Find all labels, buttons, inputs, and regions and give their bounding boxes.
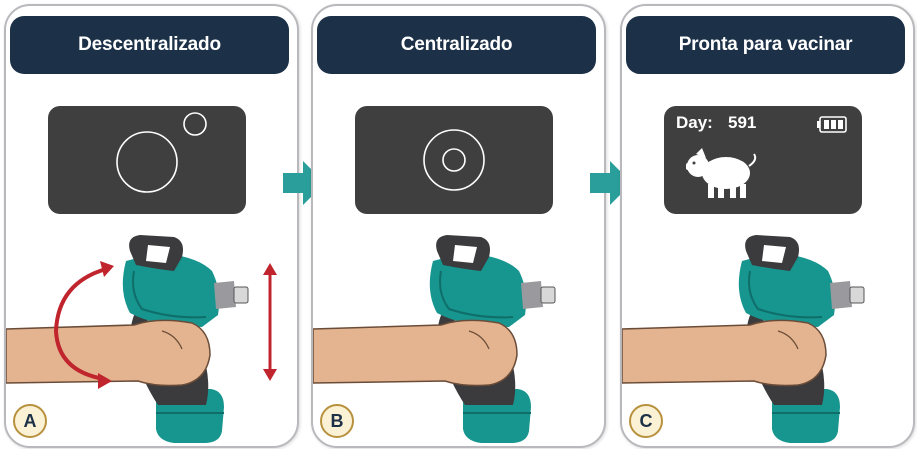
arm-hand (622, 319, 827, 387)
pig-icon (686, 148, 757, 198)
step-panel-b: Centralizado B (311, 4, 606, 448)
device-screen-c: Day: 591 (664, 106, 862, 214)
step-title-a: Descentralizado (10, 16, 289, 74)
step-badge-b: B (320, 404, 354, 438)
day-label: Day: (676, 113, 713, 132)
device-illustration-c (622, 235, 865, 443)
device-illustration-a (6, 235, 277, 443)
step-badge-c: C (629, 404, 663, 438)
vertical-arrow-icon (263, 263, 277, 381)
step-badge-a: A (13, 404, 47, 438)
step-title-c: Pronta para vacinar (626, 16, 905, 74)
arm-hand (6, 319, 211, 387)
day-value: 591 (728, 113, 757, 132)
step-panel-c: Pronta para vacinar Day: 591 (620, 4, 915, 448)
centered-target-icon (423, 129, 485, 191)
step-panel-a: Descentralizado (4, 4, 299, 448)
step-title-b: Centralizado (317, 16, 596, 74)
device-screen-b (355, 106, 553, 214)
device-screen-a (48, 106, 246, 214)
arm-hand (313, 319, 518, 387)
battery-icon (817, 116, 847, 133)
device-illustration-b (313, 235, 556, 443)
rotate-arrow-icon (53, 261, 114, 389)
uncentered-target-icon (116, 112, 207, 193)
